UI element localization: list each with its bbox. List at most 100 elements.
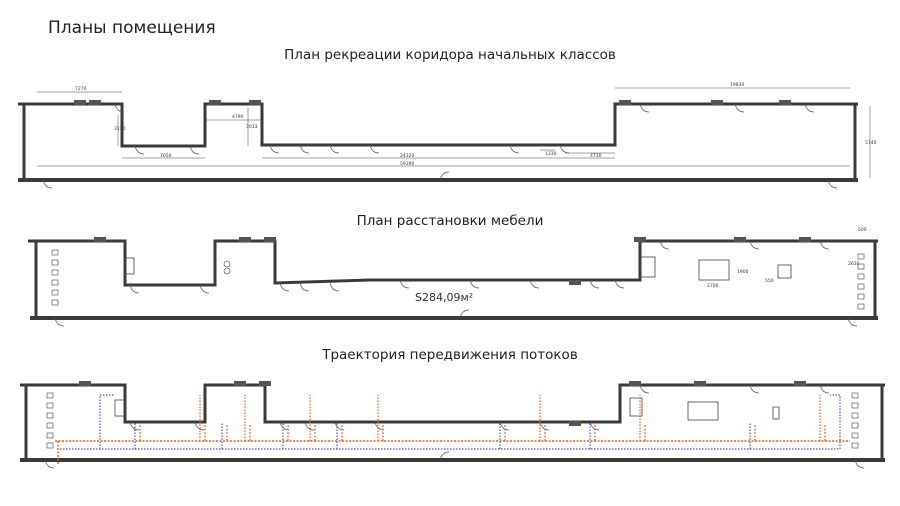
flow-plan: [20, 381, 885, 469]
door-swing: [539, 421, 550, 431]
door-swing: [304, 421, 315, 431]
door-swing: [199, 284, 210, 294]
wall-pier: [794, 381, 806, 386]
wall-pier: [711, 100, 723, 105]
table: [687, 401, 719, 421]
incoming-flow-line: [830, 394, 841, 449]
chair: [51, 299, 59, 306]
table: [698, 259, 730, 281]
dimension-label: 550: [765, 278, 774, 284]
door-swing: [734, 103, 745, 113]
door-swing: [614, 279, 625, 289]
dimension-label: 2700: [707, 283, 719, 289]
chair: [51, 259, 59, 266]
dimension-label: 1330: [545, 151, 557, 157]
plan-2-title: План расстановки мебели: [356, 213, 544, 229]
dimension-label: 59390: [400, 161, 414, 167]
door-swing: [439, 171, 450, 181]
door-swing: [44, 459, 55, 469]
wall-pier: [569, 280, 581, 285]
area-label: S284,09м²: [415, 291, 473, 304]
chair: [857, 283, 865, 290]
door-swing: [299, 144, 310, 154]
wall-pier: [249, 100, 261, 105]
dimension-label: 4730: [590, 153, 602, 159]
door-swing: [299, 282, 310, 292]
wall: [20, 383, 885, 424]
chair: [857, 273, 865, 280]
door-swing: [847, 317, 858, 327]
plan-1-title: План рекреации коридора начальных классо…: [284, 47, 616, 63]
door-swing: [134, 145, 145, 155]
wall-pier: [259, 381, 271, 386]
armchair: [640, 256, 656, 278]
wall-pier: [779, 100, 791, 105]
chair: [857, 293, 865, 300]
door-swing: [279, 282, 290, 292]
chair: [51, 279, 59, 286]
door-swing: [42, 179, 53, 189]
chair: [46, 442, 54, 449]
chair: [851, 442, 859, 449]
door-swing: [639, 103, 650, 113]
wall-pier: [234, 381, 246, 386]
sink: [223, 260, 231, 268]
door-swing: [589, 421, 600, 431]
armchair: [114, 399, 126, 417]
door-swing: [827, 179, 838, 189]
chair: [51, 249, 59, 256]
cabinet: [772, 406, 780, 420]
chair: [46, 412, 54, 419]
door-swing: [129, 284, 140, 294]
page-title: Планы помещения: [48, 18, 216, 38]
door-swing: [589, 279, 600, 289]
wall-pier: [209, 100, 221, 105]
door-swing: [639, 384, 650, 394]
door-swing: [329, 144, 340, 154]
door-swing: [459, 309, 470, 319]
door-swing: [189, 145, 200, 155]
dimension-label: 3013: [246, 124, 258, 130]
door-swing: [509, 144, 520, 154]
chair: [857, 263, 865, 270]
chair: [851, 392, 859, 399]
door-swing: [819, 384, 830, 394]
dimension-label: 19830: [730, 82, 744, 88]
door-swing: [804, 103, 815, 113]
dimension-label: 7050: [160, 153, 172, 159]
wall-pier: [89, 100, 101, 105]
wall-pier: [94, 237, 106, 242]
chair: [851, 432, 859, 439]
dimension-label: 2630: [848, 261, 860, 267]
door-swing: [54, 317, 65, 327]
door-swing: [469, 279, 480, 289]
chair: [851, 402, 859, 409]
door-swing: [819, 240, 830, 250]
wall-pier: [239, 237, 251, 242]
door-swing: [529, 279, 540, 289]
armchair: [123, 257, 135, 275]
dimension-label: 5740: [865, 140, 877, 146]
wall-pier: [569, 421, 581, 426]
wall-pier: [629, 381, 641, 386]
chair: [51, 289, 59, 296]
chair: [851, 412, 859, 419]
incoming-flow-line: [99, 394, 115, 449]
dimension-label: 7270: [75, 86, 87, 92]
door-swing: [334, 421, 345, 431]
wall: [28, 239, 878, 287]
wall-pier: [79, 381, 91, 386]
wall-pier: [619, 100, 631, 105]
door-swing: [749, 240, 760, 250]
dimension-label: 500: [858, 227, 867, 233]
plan-3-title: Траектория передвижения потоков: [322, 347, 578, 363]
wall-pier: [694, 381, 706, 386]
wall-pier: [264, 237, 276, 242]
cabinet: [777, 264, 792, 279]
wall-pier: [74, 100, 86, 105]
furniture-plan: S284,09м² 2700 1900 550 500 2630: [28, 227, 878, 327]
door-swing: [114, 103, 125, 113]
dimension-label: 1900: [737, 269, 749, 275]
door-swing: [399, 279, 410, 289]
